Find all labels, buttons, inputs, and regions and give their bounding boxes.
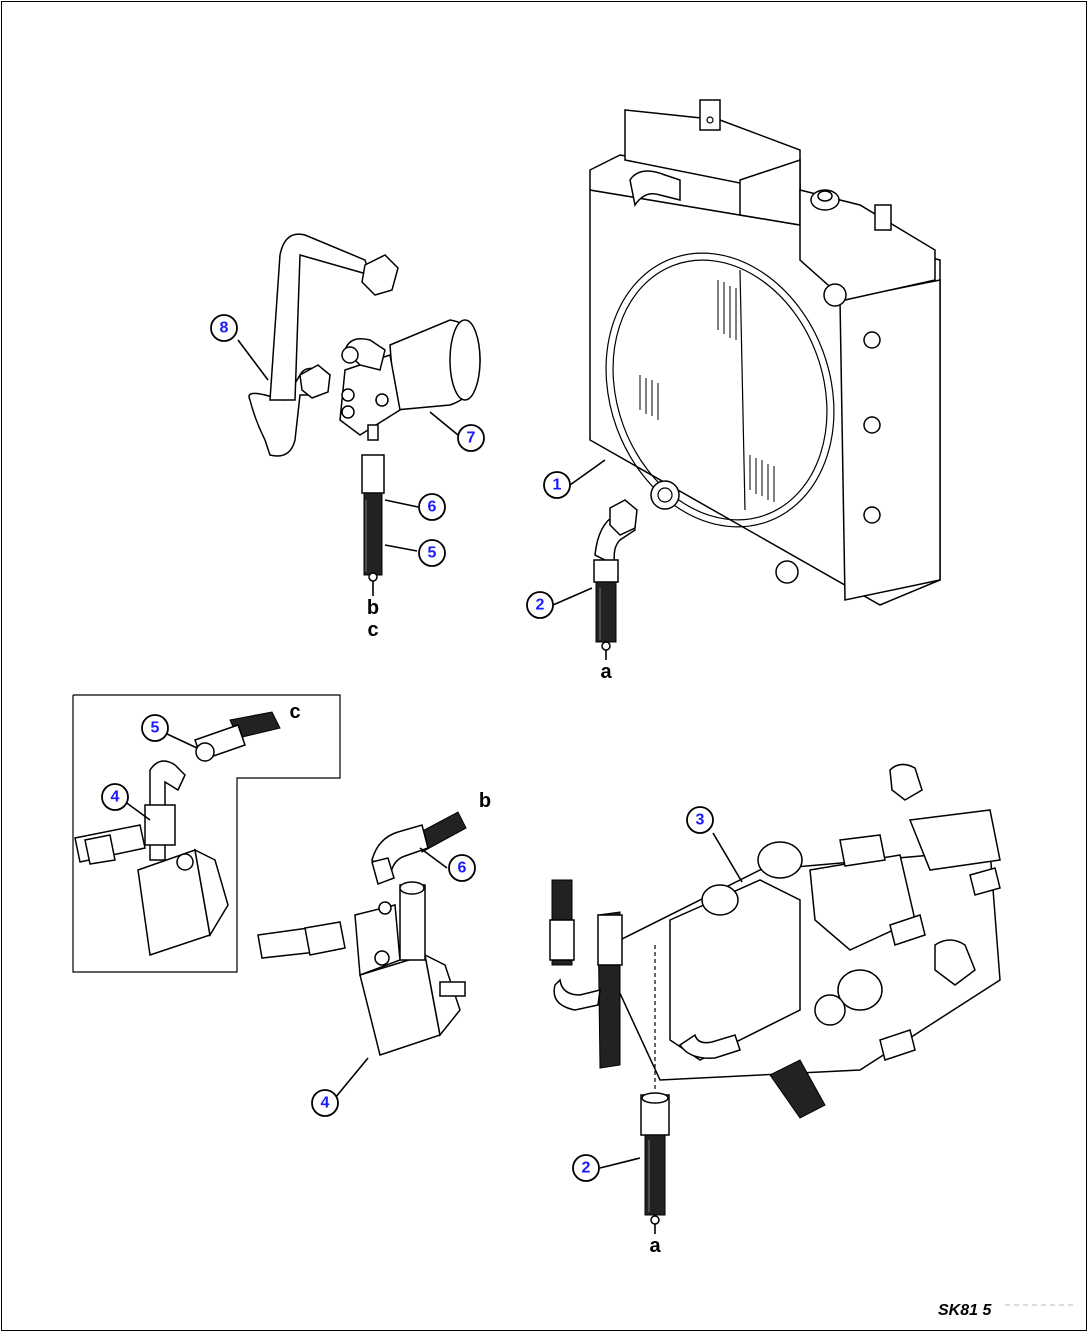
connection-label-a-bottom: a [649,1235,661,1257]
svg-text:7: 7 [467,430,476,447]
control-valve-3 [549,763,1001,1119]
svg-text:4: 4 [321,1095,330,1112]
drawing-code: SK81 5 [938,1302,992,1319]
connection-label-b: b [367,597,379,619]
callout-1: 1 [543,471,571,499]
callout-8: 8 [210,314,238,342]
svg-text:4: 4 [111,789,120,806]
radiator-assembly [589,99,941,606]
connection-label-c: c [367,619,378,641]
callout-6-top: 6 [418,493,446,521]
callout-7: 7 [457,424,485,452]
connection-label-b-middle: b [479,790,491,812]
filter-assembly [248,233,481,457]
svg-text:8: 8 [220,320,229,337]
svg-text:6: 6 [458,860,467,877]
leader-lines [123,339,743,1234]
hose-6-middle [371,811,467,885]
hose-5-6-top [361,454,385,582]
callout-2-bottom: 2 [572,1154,600,1182]
svg-text:5: 5 [428,545,437,562]
callout-5-top: 5 [418,539,446,567]
svg-text:3: 3 [696,812,705,829]
callout-2-top: 2 [526,591,554,619]
svg-text:2: 2 [582,1160,591,1177]
connection-label-c-inset: c [289,701,300,723]
svg-text:1: 1 [553,477,562,494]
svg-text:5: 5 [151,720,160,737]
svg-text:2: 2 [536,597,545,614]
callout-3: 3 [686,806,714,834]
callout-4-middle: 4 [311,1089,339,1117]
callout-4-inset: 4 [101,783,129,811]
hose-2-bottom [640,1092,670,1225]
callout-6-middle: 6 [448,854,476,882]
connection-label-a: a [600,661,612,683]
callout-5-inset: 5 [141,714,169,742]
detail-inset [72,694,341,973]
svg-text:6: 6 [428,499,437,516]
hose-2-top [593,499,638,651]
valve-4 [257,881,466,1056]
